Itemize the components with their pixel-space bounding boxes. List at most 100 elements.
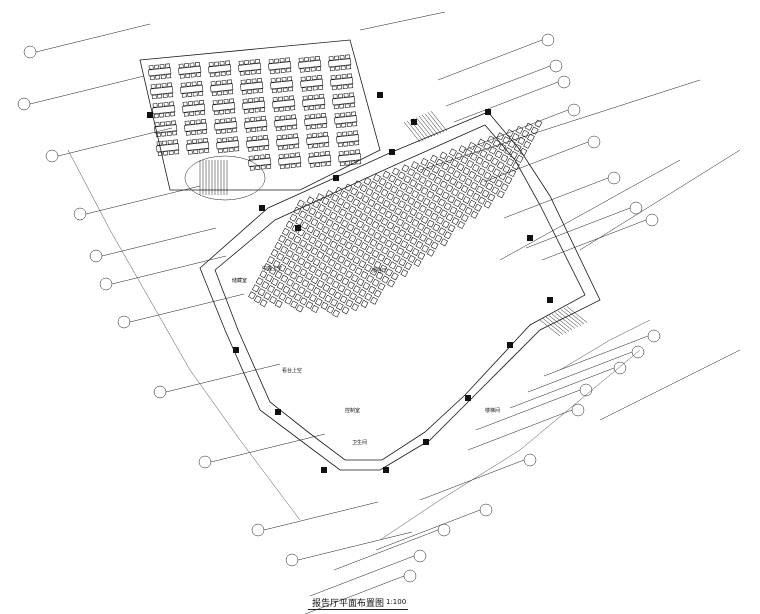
seat xyxy=(430,183,439,192)
seat xyxy=(312,229,321,238)
seat xyxy=(430,212,439,221)
seat xyxy=(424,208,433,217)
chair xyxy=(278,96,284,102)
seat xyxy=(255,277,264,286)
chair xyxy=(170,111,176,117)
seat xyxy=(311,305,319,314)
seat xyxy=(371,220,380,229)
seat xyxy=(496,132,505,141)
chair xyxy=(302,95,308,101)
seat xyxy=(504,176,513,185)
reference-line xyxy=(599,349,741,421)
seat xyxy=(472,192,481,201)
seat xyxy=(352,285,361,294)
chair xyxy=(149,75,155,81)
seat xyxy=(360,299,369,308)
column xyxy=(465,395,471,401)
chair xyxy=(162,93,168,98)
axis-bubble xyxy=(285,553,299,567)
seat xyxy=(288,289,296,298)
seat xyxy=(339,237,348,246)
seat xyxy=(407,197,416,206)
seat xyxy=(418,175,427,185)
chair xyxy=(184,63,190,68)
stair-tread xyxy=(539,319,561,337)
chair xyxy=(331,85,337,91)
seat xyxy=(508,169,517,178)
seat xyxy=(458,145,467,154)
chair xyxy=(322,123,328,128)
seat xyxy=(384,210,393,219)
chair xyxy=(318,142,324,148)
column xyxy=(383,467,389,473)
seat xyxy=(502,165,511,174)
seat xyxy=(267,285,275,294)
chair xyxy=(275,126,281,132)
seat xyxy=(508,140,516,149)
chair xyxy=(250,69,256,75)
seat xyxy=(367,199,376,208)
seat xyxy=(363,177,372,186)
seat xyxy=(394,265,403,274)
seat xyxy=(348,263,357,272)
seat-row xyxy=(457,129,514,230)
chair xyxy=(171,120,177,125)
seat xyxy=(432,165,440,174)
chair xyxy=(309,163,315,168)
chair xyxy=(240,79,246,85)
seat xyxy=(335,273,344,282)
seat xyxy=(413,229,422,238)
chair xyxy=(276,135,282,140)
seat xyxy=(350,274,359,283)
chair xyxy=(342,84,348,89)
seat xyxy=(362,281,371,290)
chair xyxy=(335,123,341,129)
chair xyxy=(345,54,351,59)
seat xyxy=(400,240,408,249)
chair xyxy=(191,81,197,87)
seat xyxy=(471,163,480,172)
seat xyxy=(350,216,359,225)
seat xyxy=(318,204,326,213)
seat xyxy=(295,275,304,284)
chair xyxy=(320,161,326,167)
seat xyxy=(517,136,526,145)
table xyxy=(330,77,354,87)
stair-tread xyxy=(566,306,588,323)
seat xyxy=(407,226,416,235)
seat xyxy=(443,202,452,211)
chair xyxy=(239,71,245,76)
seat xyxy=(419,233,427,242)
seat xyxy=(265,274,274,283)
seat xyxy=(314,297,323,306)
chair xyxy=(163,151,169,156)
seat xyxy=(401,193,410,202)
seat xyxy=(513,143,522,153)
chair xyxy=(152,103,158,108)
seat xyxy=(373,289,382,298)
axis-bubble xyxy=(607,171,621,185)
seat xyxy=(420,186,429,195)
seat xyxy=(464,177,473,186)
chair xyxy=(186,82,192,87)
seat xyxy=(266,256,275,265)
spiral-stair-outline xyxy=(184,155,266,201)
seat xyxy=(344,183,353,192)
axis-bubble xyxy=(557,75,571,89)
seat xyxy=(404,262,412,271)
chair xyxy=(156,83,162,89)
seat xyxy=(479,178,488,187)
chair xyxy=(341,123,347,128)
chair xyxy=(333,104,339,110)
column xyxy=(527,235,533,241)
seat xyxy=(287,231,296,240)
chair xyxy=(212,100,218,105)
seat xyxy=(328,287,336,296)
chair xyxy=(339,161,345,167)
chair xyxy=(244,60,250,65)
grid-axis-line xyxy=(525,207,631,249)
seat xyxy=(394,236,403,245)
seat xyxy=(460,156,469,165)
seat-row xyxy=(387,145,467,288)
column xyxy=(377,92,383,98)
